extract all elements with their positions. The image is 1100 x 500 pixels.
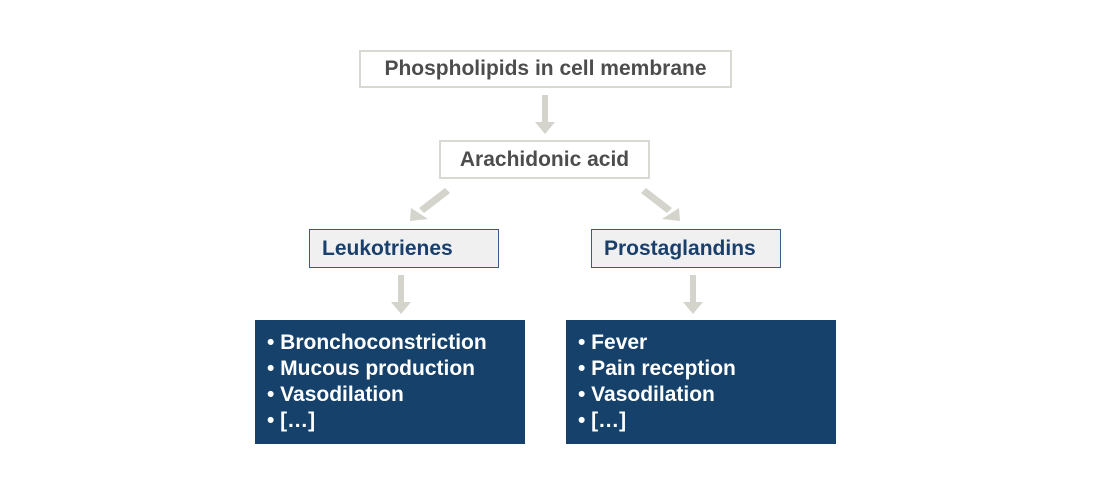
effect-item: • Vasodilation bbox=[267, 383, 404, 406]
effect-item: • Mucous production bbox=[267, 357, 476, 380]
node-arachidonic-acid: Arachidonic acid bbox=[439, 140, 650, 179]
leukotriene-effects-box: • Bronchoconstriction • Mucous productio… bbox=[255, 320, 525, 444]
effect-item: • Fever bbox=[578, 331, 648, 354]
arrow-root-to-acid bbox=[535, 95, 555, 134]
effect-item: • […] bbox=[267, 409, 316, 432]
arrow-acid-to-leukotrienes bbox=[410, 188, 450, 221]
node-label: Arachidonic acid bbox=[459, 147, 630, 171]
effect-item: • Vasodilation bbox=[578, 383, 715, 406]
effect-item: • […] bbox=[578, 409, 627, 432]
node-prostaglandins: Prostaglandins bbox=[591, 229, 781, 268]
node-label: Leukotrienes bbox=[322, 236, 453, 260]
node-label: Phospholipids in cell membrane bbox=[384, 57, 707, 80]
arrow-prostaglandins-to-effects bbox=[683, 275, 703, 314]
effect-item: • Bronchoconstriction bbox=[267, 331, 487, 354]
node-leukotrienes: Leukotrienes bbox=[309, 229, 499, 268]
effect-item: • Pain reception bbox=[578, 357, 736, 380]
node-phospholipids: Phospholipids in cell membrane bbox=[359, 50, 732, 88]
prostaglandin-effects-box: • Fever • Pain reception • Vasodilation … bbox=[566, 320, 836, 444]
arrow-acid-to-prostaglandins bbox=[641, 188, 680, 221]
arrow-leukotrienes-to-effects bbox=[391, 275, 411, 314]
node-label: Prostaglandins bbox=[604, 236, 756, 260]
